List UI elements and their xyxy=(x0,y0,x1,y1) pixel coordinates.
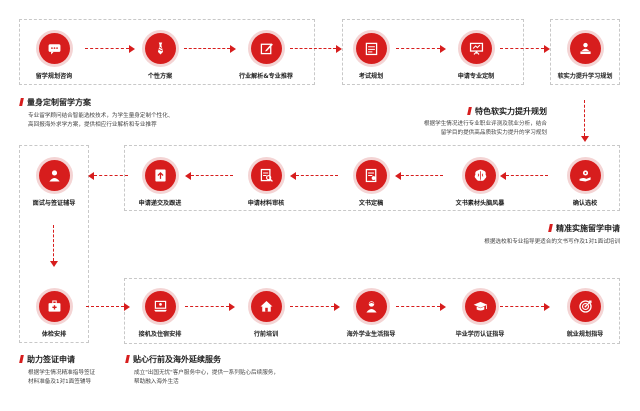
node-materials-style-label: 文书素材头脑风暴 xyxy=(455,200,505,207)
node-career: 就业规划指导 xyxy=(535,291,635,338)
node-exam-label: 考试规划 xyxy=(358,73,384,80)
house-icon xyxy=(250,291,282,322)
node-degree-cert-label: 毕业学历认证指导 xyxy=(455,331,505,338)
node-soft-skill-label: 软实力提升学习规划 xyxy=(557,73,613,80)
arrow-degree-to-career xyxy=(500,303,550,311)
arrow-plan-to-industry xyxy=(184,45,236,53)
target-icon xyxy=(569,291,601,322)
node-doc-finalize: 文书定稿 xyxy=(321,160,421,207)
group-box-planning xyxy=(19,19,315,85)
section-title-custom-plan: 量身定制留学方案 xyxy=(19,97,91,108)
group-box-visa xyxy=(19,145,89,343)
node-industry: 行业解析&专业推荐 xyxy=(216,33,316,80)
arrow-finalize-to-review xyxy=(290,172,338,180)
arrow-interview-to-health xyxy=(50,225,58,267)
medical-kit-icon xyxy=(38,291,70,322)
section-desc-overseas: 成立"出国无忧"客户服务中心，提供一系列贴心后续服务，帮助融入海外生活 xyxy=(134,370,279,385)
section-desc-custom-plan: 专业留学顾问结合智能选校技术，为学生量身定制个性化、高回报海外求学方案，提供相应… xyxy=(28,113,174,128)
node-consult: 留学规划咨询 xyxy=(4,33,104,80)
group-box-overseas xyxy=(124,278,620,344)
edit-icon xyxy=(250,33,282,64)
arrow-softskill-to-school xyxy=(581,100,589,142)
section-desc-soft-skill: 根据学生情况进行专业职业评测及就业分析，结合留学目的提供高品质软实力提升的学习规… xyxy=(423,121,547,136)
node-review: 申请材料审核 xyxy=(216,160,316,207)
chat-bubble-icon xyxy=(38,33,70,64)
section-title-soft-skill: 特色软实力提升规划 xyxy=(467,106,547,117)
group-box-soft-skill xyxy=(550,19,620,85)
node-career-label: 就业规划指导 xyxy=(566,331,604,338)
person-desk-icon xyxy=(569,33,601,64)
graduation-cap-icon xyxy=(464,291,496,322)
section-desc-application: 根据选校和专业指导更适合的文书写作及1对1面试培训 xyxy=(484,239,620,245)
node-doc-finalize-label: 文书定稿 xyxy=(358,200,384,207)
calendar-icon xyxy=(355,33,387,64)
node-interview: 面试与签证辅导 xyxy=(4,160,104,207)
arrow-industry-to-exam xyxy=(290,45,342,53)
node-submit-label: 申请递交及跟进 xyxy=(138,200,182,207)
node-major-apply-label: 申请专业定制 xyxy=(457,73,495,80)
section-title-overseas: 贴心行前及海外延续服务 xyxy=(125,354,221,365)
arrow-school-to-materials xyxy=(500,172,548,180)
node-custom-plan-label: 个性方案 xyxy=(147,73,173,80)
arrow-pickup-to-predeparture xyxy=(185,303,235,311)
group-box-exam-major xyxy=(342,19,524,85)
person-icon xyxy=(38,160,70,191)
node-consult-label: 留学规划咨询 xyxy=(35,73,73,80)
section-desc-visa: 根据学生情况精准指导签证材料准备及1对1面签辅导 xyxy=(28,370,96,385)
arrow-review-to-submit xyxy=(185,172,233,180)
section-title-visa: 助力签证申请 xyxy=(19,354,75,365)
node-soft-skill: 软实力提升学习规划 xyxy=(535,33,635,80)
node-exam: 考试规划 xyxy=(321,33,421,80)
node-health: 体检安排 xyxy=(4,291,104,338)
node-school-confirm-label: 确认选校 xyxy=(572,200,598,207)
laptop-person-icon xyxy=(144,291,176,322)
node-pickup-label: 接机及住宿安排 xyxy=(138,331,182,338)
group-box-application xyxy=(124,145,620,211)
arrow-consult-to-plan xyxy=(85,45,135,53)
arrow-major-to-softskill xyxy=(500,45,550,53)
node-custom-plan: 个性方案 xyxy=(110,33,210,80)
node-interview-label: 面试与签证辅导 xyxy=(32,200,76,207)
node-life-guide: 海外学业生活指导 xyxy=(321,291,421,338)
node-industry-label: 行业解析&专业推荐 xyxy=(238,73,294,80)
node-degree-cert: 毕业学历认证指导 xyxy=(430,291,530,338)
arrow-life-to-degree xyxy=(396,303,446,311)
certificate-icon xyxy=(355,160,387,191)
node-health-label: 体检安排 xyxy=(41,331,67,338)
arrow-materials-to-finalize xyxy=(395,172,443,180)
arrow-predeparture-to-life xyxy=(290,303,340,311)
document-search-icon xyxy=(250,160,282,191)
node-materials-style: 文书素材头脑风暴 xyxy=(430,160,530,207)
node-life-guide-label: 海外学业生活指导 xyxy=(346,331,396,338)
node-pickup: 接机及住宿安排 xyxy=(110,291,210,338)
arrow-submit-to-interview xyxy=(88,172,128,180)
node-predeparture: 行前培训 xyxy=(216,291,316,338)
presentation-icon xyxy=(460,33,492,64)
tie-icon xyxy=(144,33,176,64)
node-review-label: 申请材料审核 xyxy=(247,200,285,207)
node-major-apply: 申请专业定制 xyxy=(426,33,526,80)
arrow-health-to-pickup xyxy=(86,303,130,311)
upload-icon xyxy=(144,160,176,191)
node-predeparture-label: 行前培训 xyxy=(253,331,279,338)
student-icon xyxy=(355,291,387,322)
arrow-exam-to-major xyxy=(396,45,446,53)
brain-icon xyxy=(464,160,496,191)
node-school-confirm: 确认选校 xyxy=(535,160,635,207)
section-title-application: 精准实施留学申请 xyxy=(548,223,620,234)
hand-pin-icon xyxy=(569,160,601,191)
node-submit: 申请递交及跟进 xyxy=(110,160,210,207)
